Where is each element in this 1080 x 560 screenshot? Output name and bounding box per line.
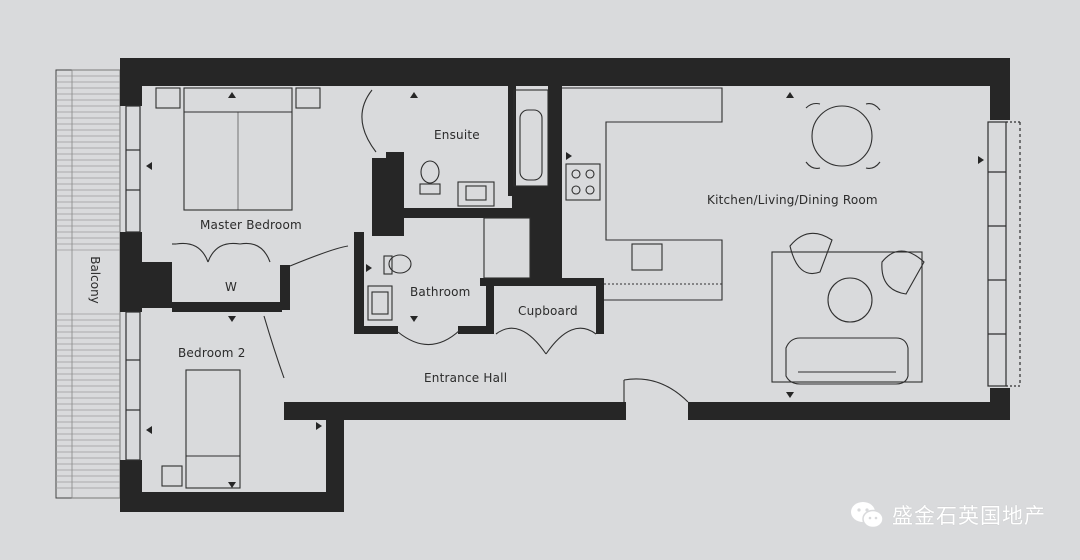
room-label-bathroom: Bathroom <box>410 285 471 299</box>
room-label-wardrobe: W <box>225 280 238 294</box>
furniture <box>155 87 925 489</box>
walls <box>120 58 1010 512</box>
watermark: 盛金石英国地产 <box>850 500 1046 530</box>
room-label-master-bedroom: Master Bedroom <box>200 218 302 232</box>
windows <box>125 105 1021 461</box>
room-label-balcony: Balcony <box>88 256 102 304</box>
room-label-ensuite: Ensuite <box>434 128 480 142</box>
wechat-icon <box>851 502 884 529</box>
room-label-entrance-hall: Entrance Hall <box>424 371 508 385</box>
room-label-kitchen-living-dining: Kitchen/Living/Dining Room <box>707 193 878 207</box>
watermark-text: 盛金石英国地产 <box>892 504 1046 528</box>
balcony-decking <box>55 69 121 499</box>
room-label-bedroom-2: Bedroom 2 <box>178 346 246 360</box>
arrow-markers <box>146 92 984 488</box>
room-label-cupboard: Cupboard <box>518 304 578 318</box>
doors <box>263 89 689 403</box>
